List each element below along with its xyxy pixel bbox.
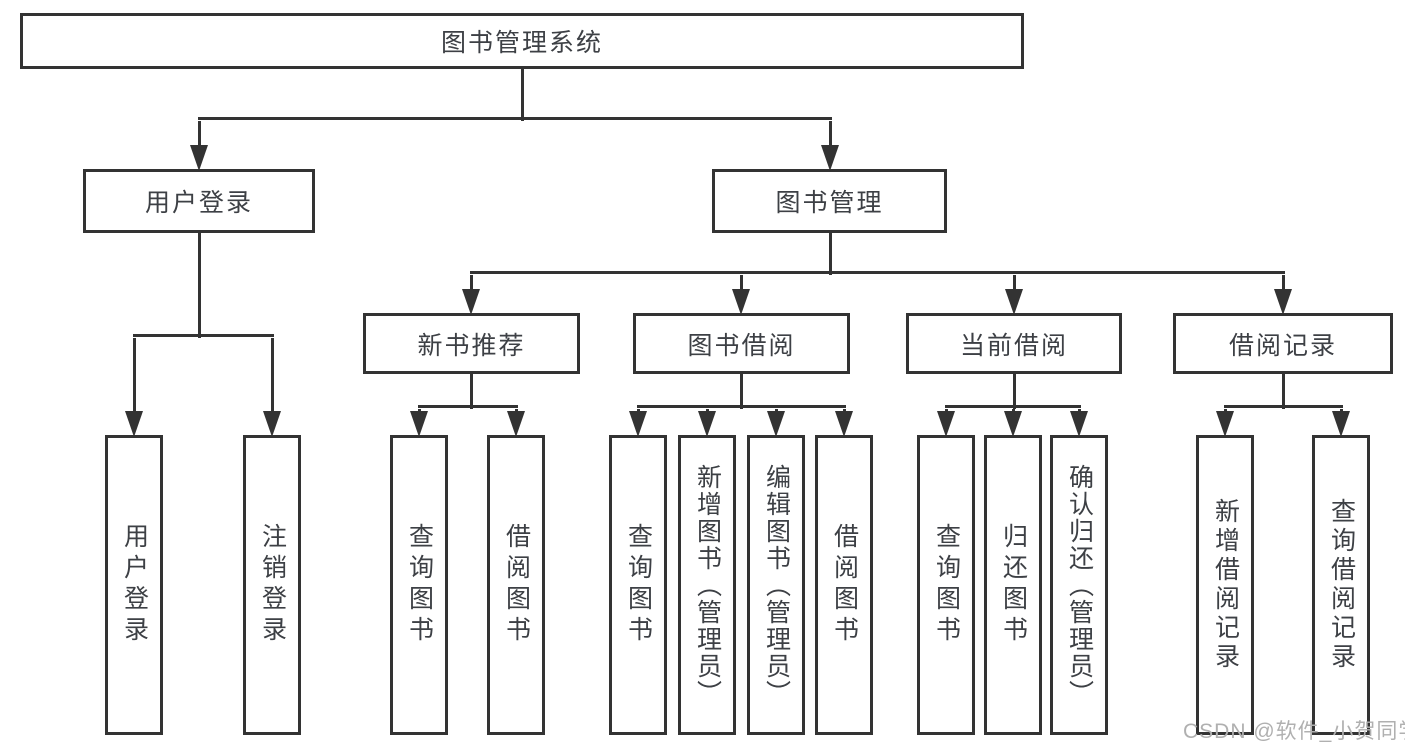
connector-hline — [1223, 404, 1343, 408]
arrowhead-down-icon — [937, 411, 955, 437]
connector-hline — [944, 404, 1081, 408]
leaf-borrow-book-1: 借阅图书 — [487, 435, 545, 735]
arrowhead-down-icon — [190, 145, 208, 171]
connector-arrow-shaft — [132, 338, 136, 413]
node-new-book-recommend: 新书推荐 — [363, 313, 580, 374]
arrowhead-down-icon — [835, 411, 853, 437]
connector-stub — [520, 68, 524, 121]
connector-hline — [132, 333, 274, 337]
arrowhead-down-icon — [1274, 289, 1292, 315]
leaf-return-book: 归还图书 — [984, 435, 1042, 735]
arrowhead-down-icon — [767, 411, 785, 437]
leaf-query-borrow-record: 查询借阅记录 — [1312, 435, 1370, 735]
arrowhead-down-icon — [1332, 411, 1350, 437]
connector-stub — [828, 233, 832, 275]
connector-arrow-shaft — [270, 338, 274, 413]
leaf-borrow-book-2: 借阅图书 — [815, 435, 873, 735]
connector-arrow-shaft — [197, 121, 201, 147]
connector-arrow-shaft — [739, 275, 743, 291]
node-borrow-record: 借阅记录 — [1173, 313, 1393, 374]
connector-arrow-shaft — [1281, 275, 1285, 291]
leaf-user-login: 用户登录 — [105, 435, 163, 735]
connector-hline — [636, 404, 846, 408]
connector-stub — [739, 373, 743, 409]
connector-arrow-shaft — [469, 275, 473, 291]
watermark: CSDN @软件_小贺同学 — [1183, 720, 1405, 743]
arrowhead-down-icon — [1216, 411, 1234, 437]
connector-stub — [1012, 373, 1016, 409]
arrowhead-down-icon — [263, 411, 281, 437]
leaf-confirm-return-admin: 确认归还（管理员） — [1050, 435, 1108, 735]
node-user-login: 用户登录 — [83, 169, 315, 233]
node-current-borrow: 当前借阅 — [906, 313, 1122, 374]
arrowhead-down-icon — [462, 289, 480, 315]
arrowhead-down-icon — [821, 145, 839, 171]
connector-arrow-shaft — [1012, 275, 1016, 291]
arrowhead-down-icon — [410, 411, 428, 437]
connector-arrow-shaft — [828, 121, 832, 147]
node-book-borrow: 图书借阅 — [633, 313, 850, 374]
leaf-query-book-3: 查询图书 — [917, 435, 975, 735]
leaf-logout: 注销登录 — [243, 435, 301, 735]
leaf-add-borrow-record: 新增借阅记录 — [1196, 435, 1254, 735]
connector-hline — [417, 404, 518, 408]
connector-hline — [469, 270, 1285, 274]
arrowhead-down-icon — [732, 289, 750, 315]
connector-hline — [197, 116, 832, 120]
leaf-add-book-admin: 新增图书（管理员） — [678, 435, 736, 735]
leaf-query-book-1: 查询图书 — [390, 435, 448, 735]
arrowhead-down-icon — [1004, 411, 1022, 437]
arrowhead-down-icon — [629, 411, 647, 437]
arrowhead-down-icon — [698, 411, 716, 437]
arrowhead-down-icon — [125, 411, 143, 437]
connector-stub — [197, 233, 201, 338]
arrowhead-down-icon — [507, 411, 525, 437]
leaf-edit-book-admin: 编辑图书（管理员） — [747, 435, 805, 735]
arrowhead-down-icon — [1005, 289, 1023, 315]
node-root: 图书管理系统 — [20, 13, 1024, 69]
connector-stub — [469, 373, 473, 409]
arrowhead-down-icon — [1070, 411, 1088, 437]
node-book-management: 图书管理 — [712, 169, 947, 233]
leaf-query-book-2: 查询图书 — [609, 435, 667, 735]
connector-stub — [1281, 373, 1285, 409]
